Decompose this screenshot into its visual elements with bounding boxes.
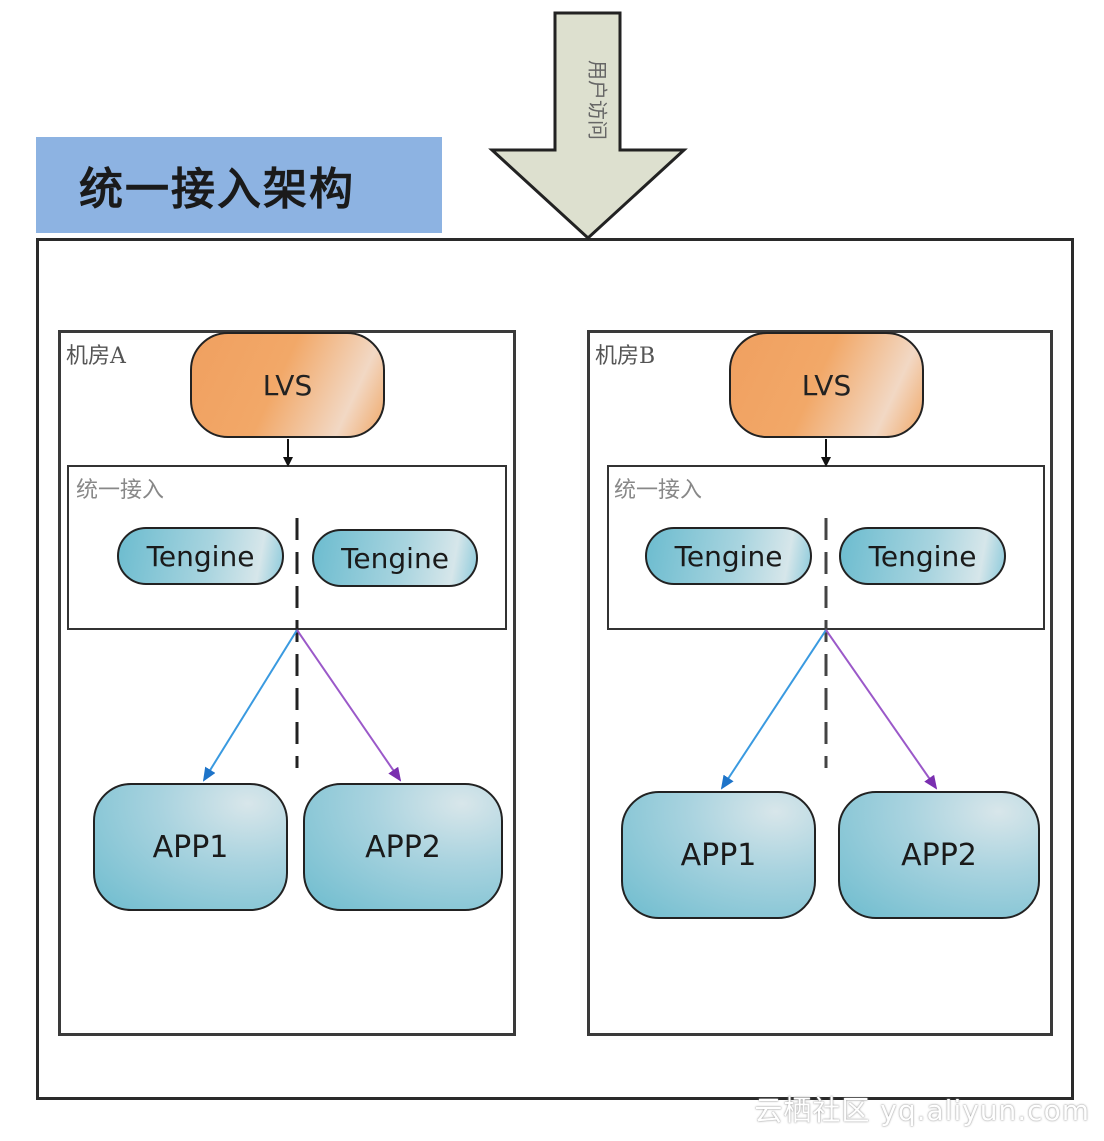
title-banner: 统一接入架构 xyxy=(36,137,442,233)
gateway-to-app2-arrow-b xyxy=(825,629,938,790)
tengine-node-b2: Tengine xyxy=(839,527,1006,585)
tengine-node-a1: Tengine xyxy=(117,527,284,585)
datacenter-b-label: 机房B xyxy=(595,344,656,369)
app2-node-b: APP2 xyxy=(838,791,1040,919)
watermark: 云栖社区 yq.aliyun.com xyxy=(754,1094,1090,1127)
user-access-arrow xyxy=(488,11,688,241)
user-access-label: 用户访问 xyxy=(586,60,610,140)
gateway-to-app2-arrow-a xyxy=(296,629,402,782)
tengine-node-b1: Tengine xyxy=(645,527,812,585)
gateway-to-app1-arrow-b xyxy=(720,629,827,790)
lvs-node-b: LVS xyxy=(729,332,924,438)
diagram-title: 统一接入架构 xyxy=(79,164,355,215)
lvs-node-a: LVS xyxy=(190,332,385,438)
app1-node-a: APP1 xyxy=(93,783,288,911)
gateway-label-a: 统一接入 xyxy=(76,478,165,503)
gateway-label-b: 统一接入 xyxy=(614,478,703,503)
gateway-to-app1-arrow-a xyxy=(202,629,298,782)
tengine-node-a2: Tengine xyxy=(312,529,478,587)
app1-node-b: APP1 xyxy=(621,791,816,919)
app2-node-a: APP2 xyxy=(303,783,503,911)
datacenter-a-label: 机房A xyxy=(66,344,126,369)
